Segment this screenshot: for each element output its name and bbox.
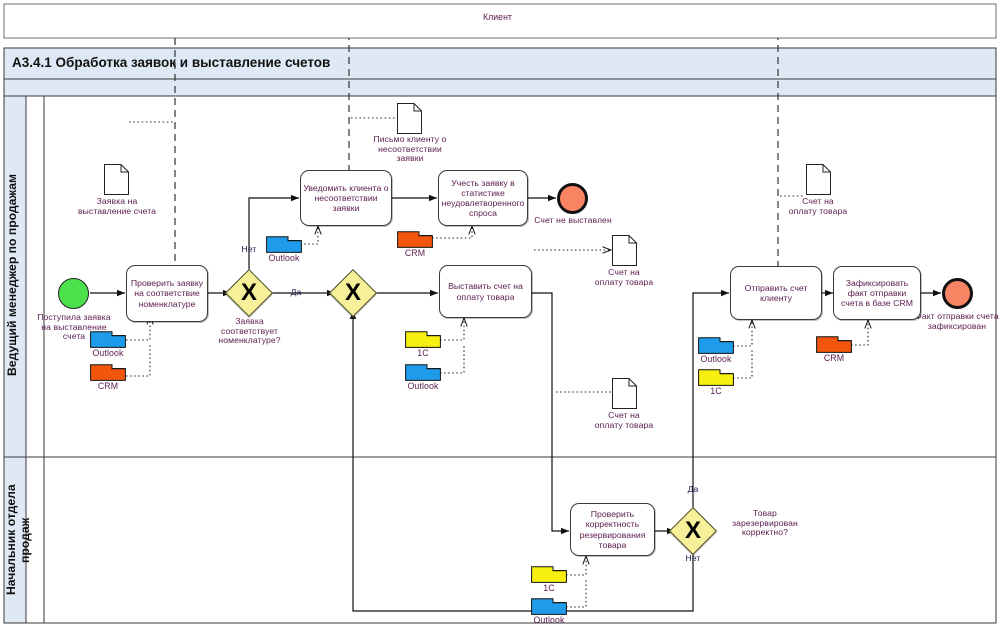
- task-check-nomenclature-label: Проверить заявку на соответствие номенкл…: [130, 278, 204, 309]
- sys-outlook-1-icon[interactable]: [90, 331, 126, 348]
- sys-1c-3-icon[interactable]: [531, 566, 567, 583]
- task-check-reservation-label: Проверить корректность резервирования то…: [579, 509, 646, 550]
- task-send-invoice[interactable]: Отправить счет клиенту: [730, 266, 822, 320]
- task-notify-client-label: Уведомить клиента о несоответствии заявк…: [303, 182, 389, 214]
- start-event-request-received[interactable]: [58, 278, 89, 309]
- task-record-statistics-label: Учесть заявку в статистике неудовлетворе…: [441, 177, 525, 219]
- sys-outlook-4-icon[interactable]: [698, 337, 734, 354]
- end-event-invoice-not-issued[interactable]: [557, 183, 588, 214]
- sys-1c-2-icon[interactable]: [698, 369, 734, 386]
- sys-crm-1-icon[interactable]: [90, 364, 126, 381]
- task-check-nomenclature[interactable]: Проверить заявку на соответствие номенкл…: [126, 265, 208, 322]
- gateway-reservation-marker: X: [685, 517, 702, 544]
- sys-1c-1-icon[interactable]: [405, 331, 441, 348]
- task-issue-invoice[interactable]: Выставить счет на оплату товара: [439, 265, 532, 318]
- sys-outlook-5-icon[interactable]: [531, 598, 567, 615]
- pool-title: A3.4.1 Обработка заявок и выставление сч…: [12, 55, 331, 70]
- doc-letter-mismatch-icon[interactable]: [397, 103, 422, 134]
- task-record-crm[interactable]: Зафиксировать факт отправки счета в базе…: [833, 266, 921, 320]
- task-check-reservation[interactable]: Проверить корректность резервирования то…: [570, 503, 655, 556]
- sys-outlook-3-icon[interactable]: [405, 364, 441, 381]
- task-record-crm-label: Зафиксировать факт отправки счета в базе…: [841, 277, 913, 309]
- task-record-statistics[interactable]: Учесть заявку в статистике неудовлетворе…: [438, 170, 528, 226]
- lane-label-head: Начальник отдела продаж: [4, 484, 32, 596]
- sys-crm-3-icon[interactable]: [816, 336, 852, 353]
- task-send-invoice-label: Отправить счет клиенту: [744, 282, 808, 303]
- sys-outlook-2-icon[interactable]: [266, 236, 302, 253]
- gateway-nomenclature-marker: X: [241, 279, 258, 306]
- doc-invoice-right-icon[interactable]: [806, 164, 831, 195]
- task-issue-invoice-label: Выставить счет на оплату товара: [448, 281, 523, 302]
- gateway-merge-marker: X: [345, 279, 362, 306]
- lane-label-manager: Ведущий менеджер по продажам: [5, 173, 19, 377]
- doc-invoice-mid-icon[interactable]: [612, 378, 637, 409]
- end-event-dispatch-recorded[interactable]: [942, 278, 973, 309]
- client-pool-label: Клиент: [483, 12, 512, 22]
- doc-request-invoice-icon[interactable]: [104, 164, 129, 195]
- task-notify-client[interactable]: Уведомить клиента о несоответствии заявк…: [300, 170, 392, 226]
- doc-invoice-top-icon[interactable]: [612, 235, 637, 266]
- sys-crm-2-icon[interactable]: [397, 231, 433, 248]
